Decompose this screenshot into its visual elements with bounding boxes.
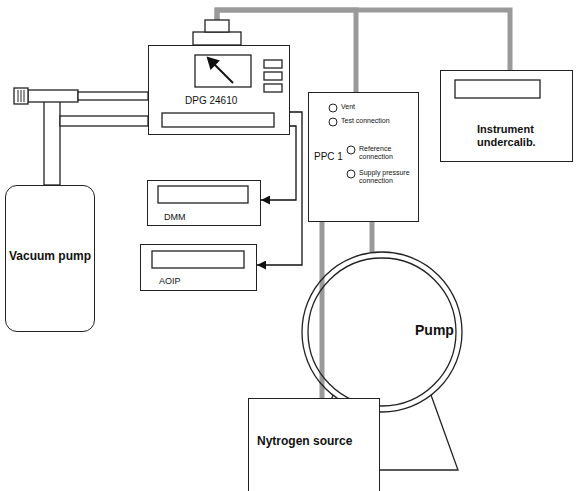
pump-ring <box>308 258 456 406</box>
node-label: Reference connection <box>359 145 415 161</box>
multimeter-box: DMM <box>147 180 261 226</box>
instrument-display <box>455 80 540 98</box>
node-label: Vacuum pump <box>6 250 94 264</box>
vacuum-pump-housing: Vacuum pump <box>5 185 95 332</box>
node-label: DPG 24610 <box>185 95 237 107</box>
gauge-unit: DPG 24610 <box>148 45 290 135</box>
gauge-button <box>264 60 282 68</box>
gauge-connector <box>205 20 229 32</box>
pressure-controller: PPC 1 VentTest connectionReference connec… <box>308 92 419 222</box>
node-label: Instrument undercalib. <box>477 123 569 148</box>
meter-display <box>158 186 248 203</box>
node-label: AOIP <box>159 276 181 286</box>
knob-ridge <box>24 90 25 102</box>
vacuum-pipe <box>78 92 148 100</box>
vacuum-pipe <box>44 100 60 185</box>
node-label: Pump <box>415 322 454 338</box>
node-label: Vent <box>341 103 355 111</box>
port-circle <box>347 146 355 154</box>
knob-ridge <box>18 90 19 102</box>
calibrator-box: AOIP <box>140 244 257 291</box>
gas-source-box: Nytrogen source <box>248 398 380 491</box>
node-label: Nytrogen source <box>257 435 352 449</box>
node-label: PPC 1 <box>314 151 343 163</box>
gauge-needle-head <box>208 58 218 68</box>
pump-ring <box>302 252 462 412</box>
vacuum-pipe <box>60 116 148 126</box>
knob-ridge <box>21 90 22 102</box>
node-label: Supply pressure connection <box>359 169 415 185</box>
gauge-button <box>264 72 282 80</box>
signal-wire <box>52 121 148 185</box>
gauge-connector <box>193 32 241 45</box>
gas-line <box>370 222 375 253</box>
valve-knob <box>14 88 28 104</box>
port-circle <box>329 118 337 126</box>
instrument-box: Instrument undercalib. <box>440 70 573 162</box>
gauge-needle <box>213 63 233 83</box>
port-circle <box>347 170 355 178</box>
calibrator-display <box>152 251 244 268</box>
node-label: Test connection <box>341 117 390 125</box>
gas-line <box>217 10 356 92</box>
signal-wire <box>261 126 296 200</box>
gauge-bar <box>162 113 274 127</box>
port-circle <box>329 104 337 112</box>
gauge-dial <box>195 55 251 87</box>
gas-line <box>217 10 510 70</box>
vacuum-tee <box>28 90 78 102</box>
gauge-button <box>264 84 282 92</box>
node-label: DMM <box>164 212 186 222</box>
pump-symbol: Pump <box>300 250 464 414</box>
